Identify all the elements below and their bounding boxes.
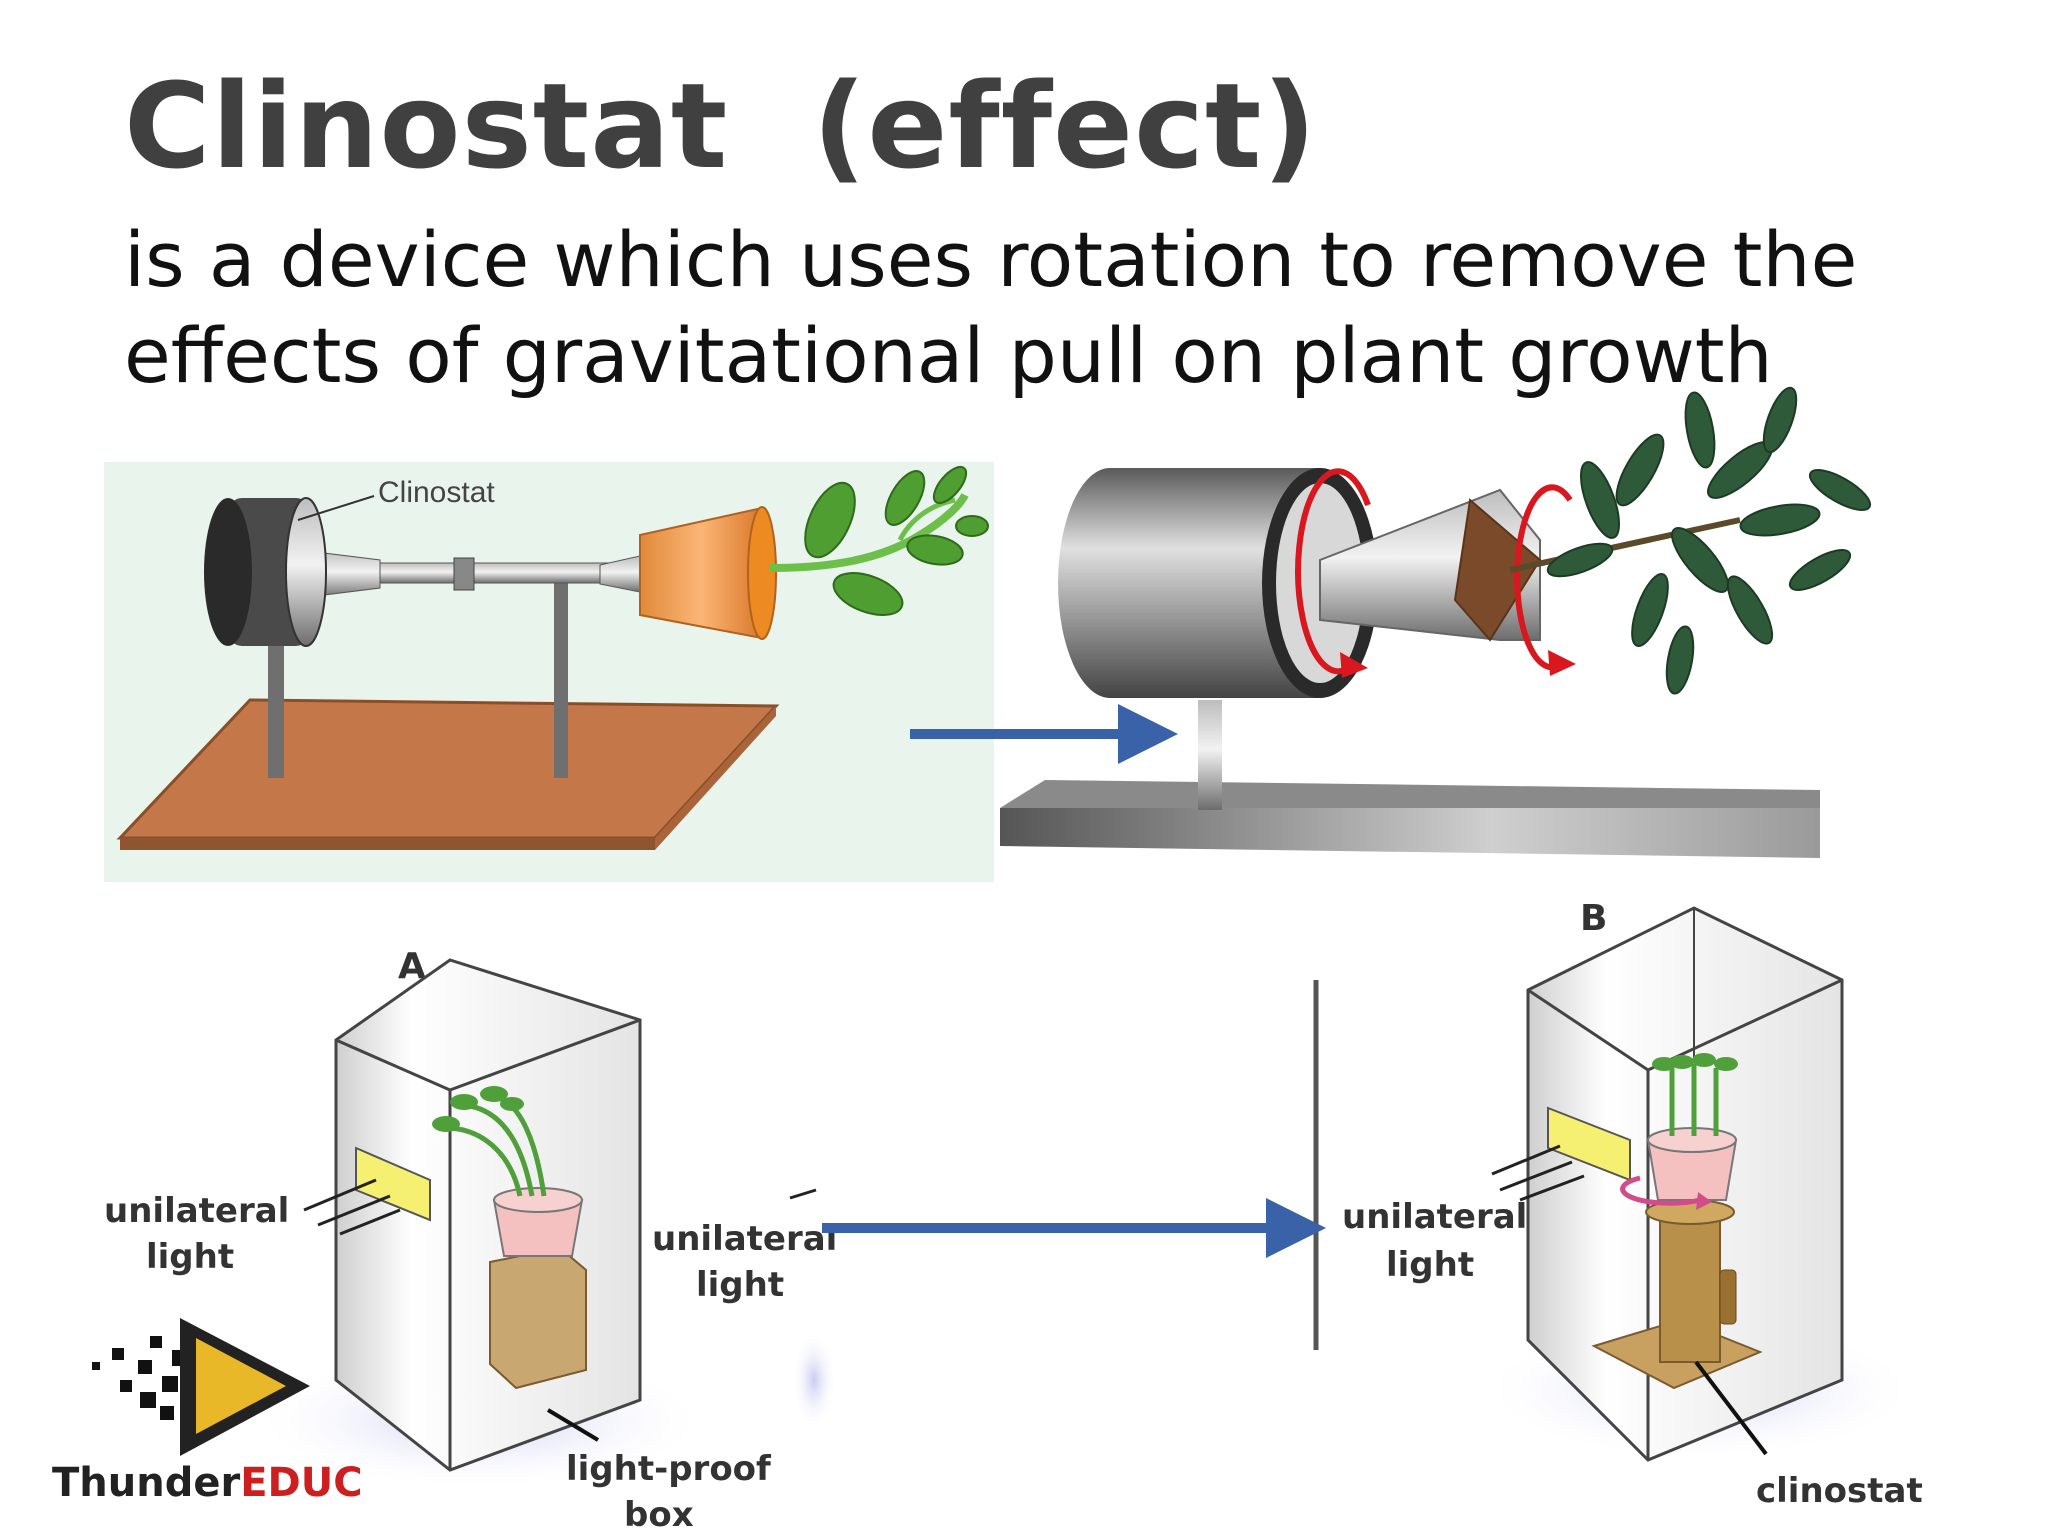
middle-fragment: unilateral light (652, 980, 1319, 1430)
rotation-arrow-left (1295, 468, 1371, 675)
panel-a-box-label-1: light-proof (566, 1449, 772, 1489)
pixel-trail (92, 1336, 188, 1420)
slide-title: Clinostat (effect) (124, 57, 1318, 195)
slide-subtitle: is a device which uses rotation to remov… (124, 215, 1858, 400)
leaf (955, 515, 989, 537)
middle-light-label-2: light (696, 1265, 784, 1305)
clinostat-illustration-simple: Clinostat (104, 462, 994, 882)
panel-b: B (1342, 898, 1923, 1511)
metal-base-plate (1000, 808, 1820, 858)
seedling-leaves-b (1652, 1053, 1738, 1071)
wooden-block (489, 1246, 587, 1390)
clinostat-column (1659, 1211, 1721, 1363)
light-rays-a (303, 1178, 401, 1236)
brand-name: ThunderEDUC (52, 1460, 363, 1506)
support-leg-right (554, 570, 568, 778)
panel-b-letter: B (1580, 898, 1607, 939)
clinostat-label: Clinostat (378, 476, 495, 509)
clinostat-label-line (297, 495, 375, 521)
light-slit-a (355, 1146, 431, 1222)
play-icon-fill (196, 1338, 286, 1434)
leaf (906, 534, 964, 566)
support-post (1198, 700, 1222, 810)
clinostat-illustration-3d (1000, 386, 1872, 858)
motor-cylinder (1058, 468, 1320, 698)
leaf (832, 572, 904, 616)
panel-b-light-label-2: light (1386, 1245, 1474, 1285)
brand-name-part2: EDUC (240, 1460, 363, 1506)
panel-a: A unilateral ligh (104, 946, 772, 1535)
rotation-arrow-b (1620, 1175, 1701, 1206)
soil (1453, 498, 1542, 642)
plant-stem (769, 492, 969, 572)
panel-a-box-label-2: box (624, 1495, 694, 1535)
leafy-plant (1509, 386, 1872, 695)
seedling-leaves-a (432, 1086, 524, 1132)
light-rays-b (1491, 1144, 1585, 1202)
brand-name-part1: Thunder (52, 1460, 241, 1506)
clinostat-label-line-b (1694, 1360, 1768, 1456)
panel-a-light-label-1: unilateral (104, 1191, 289, 1231)
rotation-arrow-right (1514, 484, 1573, 671)
leaf (932, 465, 968, 505)
leaf (804, 481, 856, 559)
seedlings-upright (1669, 1064, 1719, 1136)
middle-light-label-1: unilateral (652, 1219, 837, 1259)
panel-b-light-label-1: unilateral (1342, 1197, 1527, 1237)
panel-b-clinostat-label: clinostat (1756, 1471, 1923, 1511)
leaf (884, 470, 926, 526)
brand-logo (92, 1318, 310, 1456)
panel-a-light-label-2: light (146, 1237, 234, 1277)
box-label-line (546, 1408, 600, 1442)
